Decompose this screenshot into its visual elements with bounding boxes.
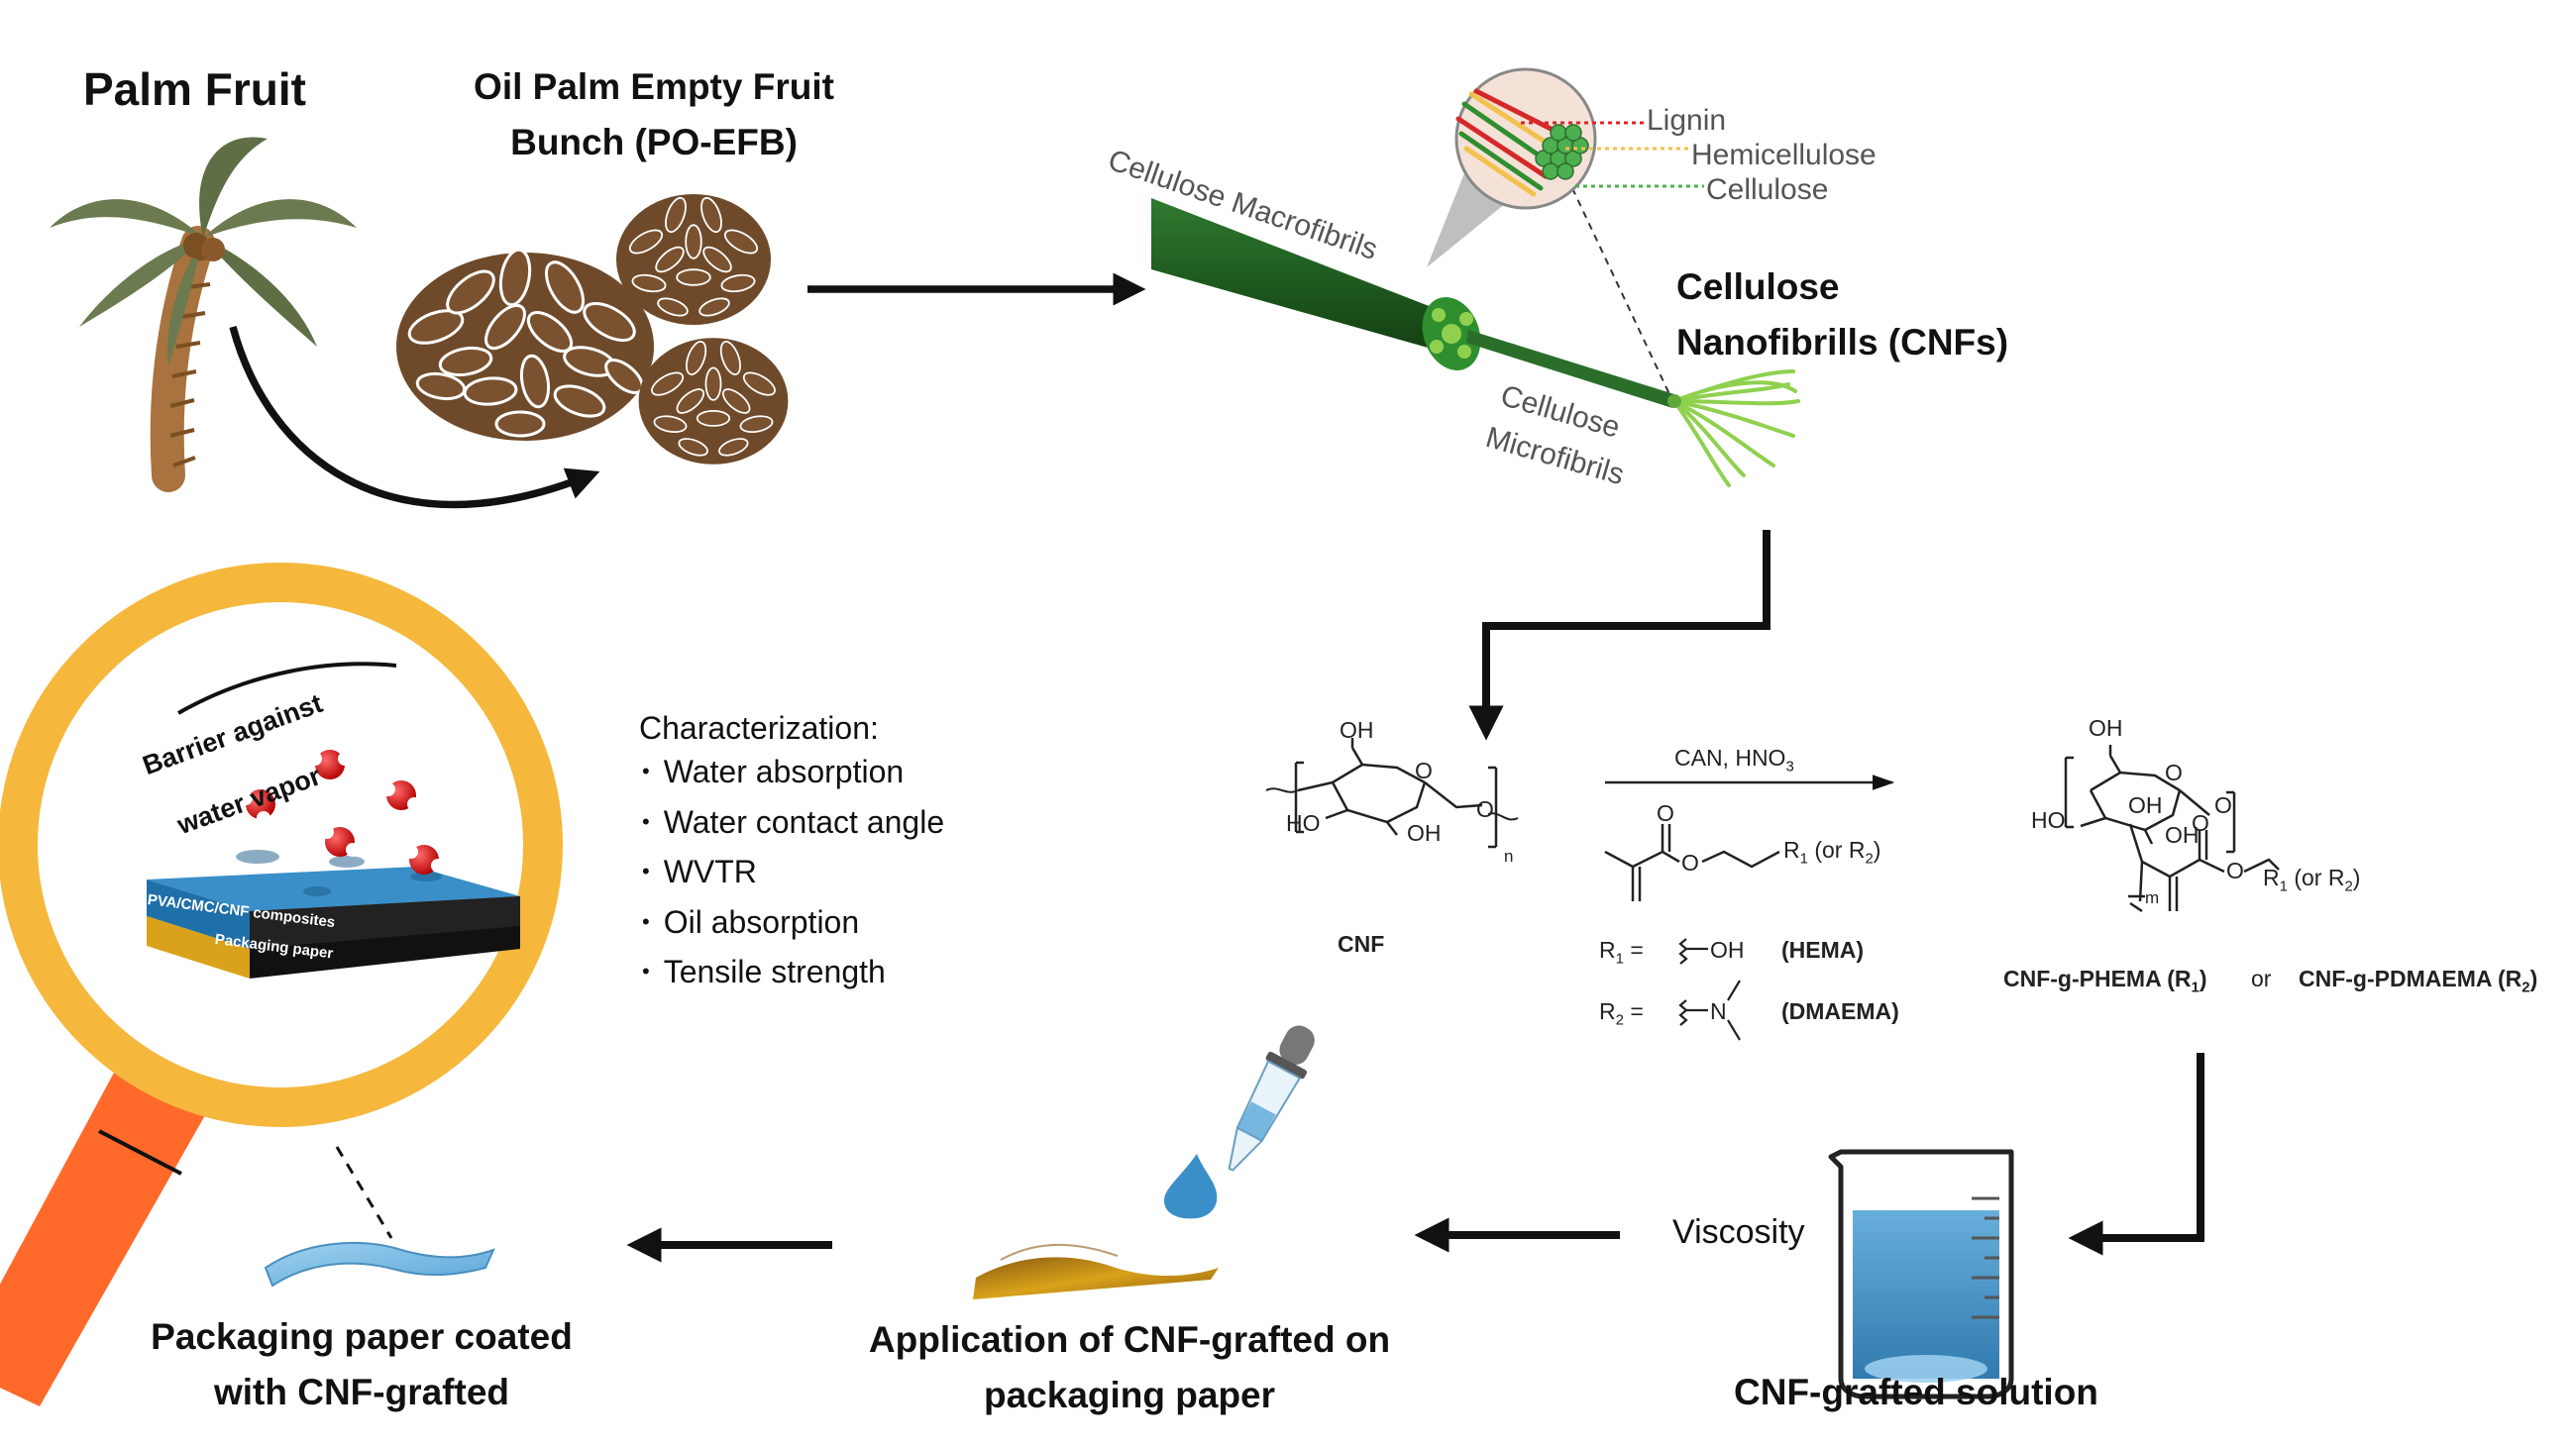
cnfs-to-cnf-arrow bbox=[1468, 530, 1771, 741]
application-label-line1: Application of CNF-grafted on bbox=[868, 1319, 1391, 1360]
application-label: Application of CNF-grafted on packaging … bbox=[822, 1312, 1437, 1423]
product-r-sub: 1 bbox=[2279, 878, 2288, 895]
r1-eq: = bbox=[1630, 937, 1644, 963]
lignin-label: Lignin bbox=[1647, 104, 1727, 137]
palm-fruit-title: Palm Fruit bbox=[83, 63, 306, 115]
dropper-icon bbox=[1228, 1025, 1315, 1172]
hemicellulose-label: Hemicellulose bbox=[1691, 139, 1877, 171]
fruit-bunch-icon bbox=[396, 194, 789, 465]
cellulose-label: Cellulose bbox=[1706, 173, 1829, 206]
r1-name: (HEMA) bbox=[1781, 937, 1865, 963]
product-structure bbox=[2064, 745, 2280, 913]
r2-sub: 2 bbox=[1615, 1011, 1624, 1029]
product-r-close: ) bbox=[2352, 865, 2361, 890]
r2-name: (DMAEMA) bbox=[1781, 998, 1899, 1024]
r1-letter: R bbox=[1599, 937, 1616, 963]
product-ho: HO bbox=[2031, 807, 2066, 833]
monomer-r-rest: (or R bbox=[1814, 837, 1866, 863]
characterization-title: Characterization: bbox=[639, 710, 879, 746]
cnf-link-o: O bbox=[1476, 796, 1494, 822]
product-ester-o: O bbox=[2226, 858, 2244, 883]
water-drop-icon bbox=[1164, 1154, 1218, 1219]
characterization-item: WVTR bbox=[642, 849, 944, 899]
application-label-line2: packaging paper bbox=[983, 1375, 1276, 1415]
reagents-sub: 3 bbox=[1785, 758, 1794, 776]
efb-title-line2: Bunch (PO-EFB) bbox=[510, 122, 798, 162]
product-oh-mid: OH bbox=[2128, 792, 2163, 818]
cnfs-title-line1: Cellulose bbox=[1676, 266, 1840, 307]
r2-group: N bbox=[1710, 998, 1727, 1024]
cnf-n: n bbox=[1504, 847, 1514, 866]
coated-label-line2: with CNF-grafted bbox=[213, 1372, 510, 1412]
product1-label: CNF-g-PHEMA (R1) bbox=[2003, 966, 2207, 996]
monomer-structure bbox=[1604, 824, 1780, 901]
coated-label-line1: Packaging paper coated bbox=[151, 1316, 573, 1357]
characterization-list: Water absorption Water contact angle WVT… bbox=[642, 749, 944, 999]
monomer-ester-o: O bbox=[1681, 850, 1699, 876]
product-oh-top: OH bbox=[2089, 715, 2123, 741]
product-m: m bbox=[2145, 888, 2160, 907]
cnf-ring-o: O bbox=[1415, 758, 1433, 783]
cnf-oh-top: OH bbox=[1340, 717, 1374, 743]
cnfs-title-line2: Nanofibrills (CNFs) bbox=[1676, 322, 2009, 362]
cnf-oh-bottom: OH bbox=[1407, 820, 1442, 846]
characterization-item: Tensile strength bbox=[642, 949, 944, 999]
product-r-label: R1 (or R2) bbox=[2263, 865, 2360, 895]
monomer-r-label: R1 (or R2) bbox=[1783, 837, 1880, 868]
characterization-item: Oil absorption bbox=[642, 899, 944, 950]
product-to-solution-arrow bbox=[2068, 1053, 2204, 1256]
product2-sub: 2 bbox=[2522, 979, 2530, 996]
product1-close: ) bbox=[2199, 966, 2207, 991]
product2-text: CNF-g-PDMAEMA (R bbox=[2299, 966, 2522, 991]
characterization-item: Water contact angle bbox=[642, 799, 944, 850]
beaker-icon bbox=[1828, 1149, 2014, 1399]
product-link-o: O bbox=[2214, 792, 2232, 818]
reagents-text: CAN, HNO bbox=[1674, 745, 1786, 771]
cnf-label: CNF bbox=[1338, 931, 1385, 957]
monomer-r-sub: 1 bbox=[1799, 850, 1808, 868]
packaging-paper-icon bbox=[973, 1257, 1219, 1299]
magnifier-icon bbox=[0, 563, 563, 1406]
monomer-r-sub2: 2 bbox=[1865, 850, 1874, 868]
monomer-carbonyl-o: O bbox=[1657, 800, 1674, 826]
r1-group: OH bbox=[1710, 937, 1745, 963]
characterization-item: Water absorption bbox=[642, 749, 944, 799]
reagents-label: CAN, HNO3 bbox=[1674, 745, 1794, 776]
palm-tree-icon bbox=[50, 137, 357, 492]
r1-sub: 1 bbox=[1615, 950, 1624, 968]
solution-label: CNF-grafted solution bbox=[1734, 1372, 2098, 1412]
coated-label: Packaging paper coated with CNF-grafted bbox=[109, 1309, 614, 1420]
r2-label: R2 = bbox=[1599, 998, 1644, 1029]
cellulose-fiber-icon bbox=[1151, 198, 1800, 487]
monomer-r: R bbox=[1783, 837, 1800, 863]
barrier-illustration bbox=[147, 662, 520, 979]
r-group-structures bbox=[1678, 938, 1741, 1041]
product-r-sub2: 2 bbox=[2344, 878, 2353, 895]
product1-text: CNF-g-PHEMA (R bbox=[2003, 966, 2192, 991]
efb-title: Oil Palm Empty Fruit Bunch (PO-EFB) bbox=[441, 59, 867, 170]
product-ring-o: O bbox=[2165, 760, 2183, 785]
palm-to-bunch-arrow bbox=[229, 326, 600, 509]
r2-eq: = bbox=[1630, 998, 1644, 1024]
product-oh-bottom: OH bbox=[2165, 822, 2200, 848]
coated-paper-icon bbox=[264, 1241, 495, 1288]
product1-sub: 1 bbox=[2191, 979, 2200, 996]
or-label: or bbox=[2251, 966, 2272, 991]
product-r: R bbox=[2263, 865, 2280, 890]
efb-title-line1: Oil Palm Empty Fruit bbox=[474, 66, 834, 107]
r1-label: R1 = bbox=[1599, 937, 1644, 968]
viscosity-label: Viscosity bbox=[1672, 1213, 1805, 1251]
r2-letter: R bbox=[1599, 998, 1616, 1024]
fiber-detail-icon bbox=[1454, 67, 1597, 210]
product-r-rest: (or R bbox=[2294, 865, 2345, 890]
product-carbonyl-o: O bbox=[2192, 810, 2209, 836]
cnf-ho: HO bbox=[1286, 810, 1321, 836]
monomer-r-close: ) bbox=[1873, 837, 1881, 863]
product2-label: CNF-g-PDMAEMA (R2) bbox=[2299, 966, 2537, 996]
cnfs-title: Cellulose Nanofibrills (CNFs) bbox=[1676, 259, 2008, 370]
product2-close: ) bbox=[2529, 966, 2538, 991]
cnf-structure bbox=[1265, 738, 1519, 849]
